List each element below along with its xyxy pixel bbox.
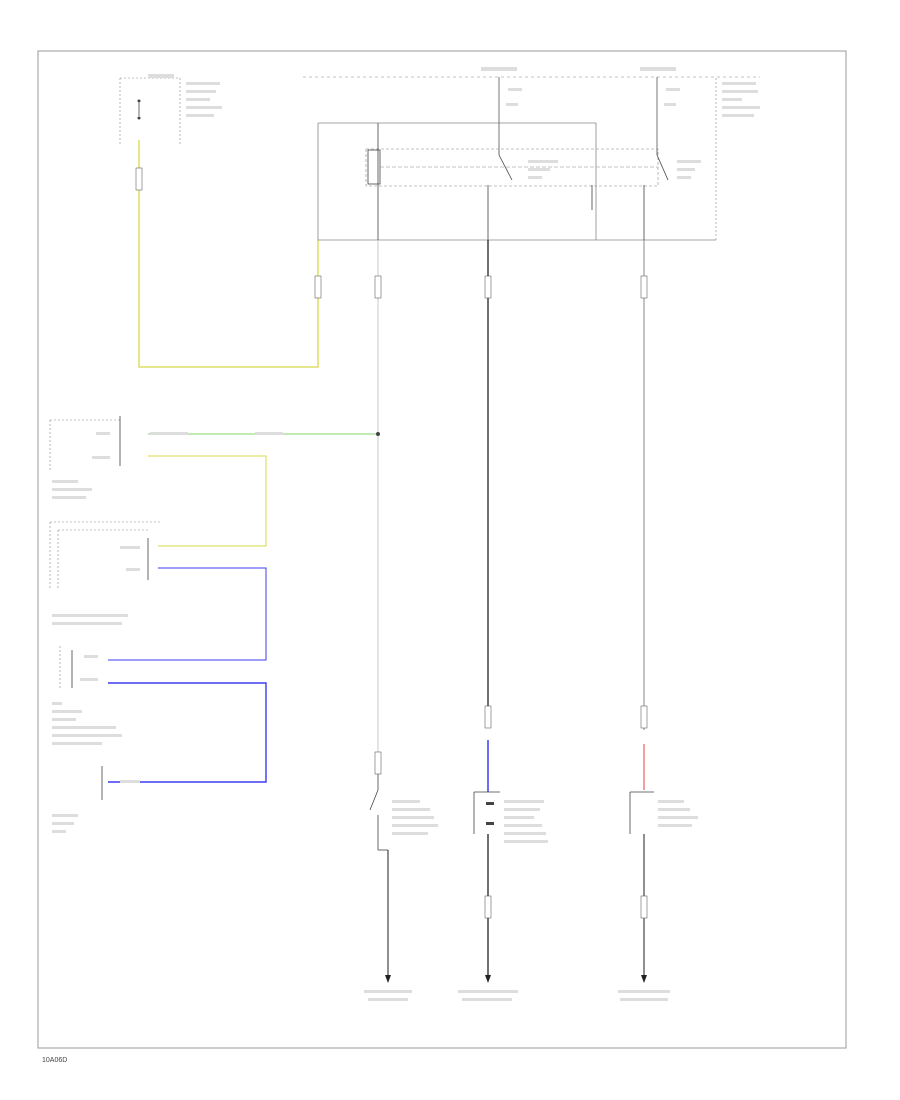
sensor-col2 bbox=[473, 791, 548, 843]
ground-icon-2 bbox=[458, 975, 518, 1001]
connector-block-4 bbox=[52, 766, 140, 833]
connector-block-1 bbox=[49, 416, 121, 499]
fuse-box-left bbox=[119, 74, 222, 144]
diagram-frame bbox=[37, 50, 847, 1049]
connector-col0 bbox=[314, 275, 322, 299]
switch-icon bbox=[369, 774, 438, 850]
connector-col1-bottom bbox=[374, 751, 382, 775]
supply-drop-right bbox=[640, 67, 680, 106]
relay-box-outline bbox=[317, 122, 716, 241]
wire-yellow-fuse bbox=[138, 140, 319, 368]
supply-drop-middle bbox=[481, 67, 522, 106]
wire-blue-1 bbox=[108, 567, 267, 661]
relay-contact-icon bbox=[498, 150, 558, 181]
wire-blue-2 bbox=[108, 682, 267, 783]
connector-block-2 bbox=[49, 521, 162, 625]
connector-col3 bbox=[640, 275, 648, 299]
connector-col3-bottom bbox=[640, 705, 648, 729]
diagram-code: 10A06D bbox=[42, 1057, 67, 1064]
wire-yellow-middle bbox=[148, 455, 267, 547]
relay-contact-right-icon bbox=[656, 150, 701, 181]
connector-col2 bbox=[484, 275, 492, 299]
relay-box-label bbox=[715, 78, 760, 240]
sensor-col3 bbox=[629, 791, 698, 834]
relay-coil-box bbox=[365, 148, 659, 187]
ground-icon bbox=[364, 975, 412, 1001]
ground-icon-3 bbox=[618, 975, 670, 1001]
connector-yellow-top bbox=[135, 167, 143, 191]
connector-block-3 bbox=[52, 646, 122, 745]
connector-col1 bbox=[374, 275, 382, 299]
connector-col2-bottom bbox=[484, 705, 492, 729]
